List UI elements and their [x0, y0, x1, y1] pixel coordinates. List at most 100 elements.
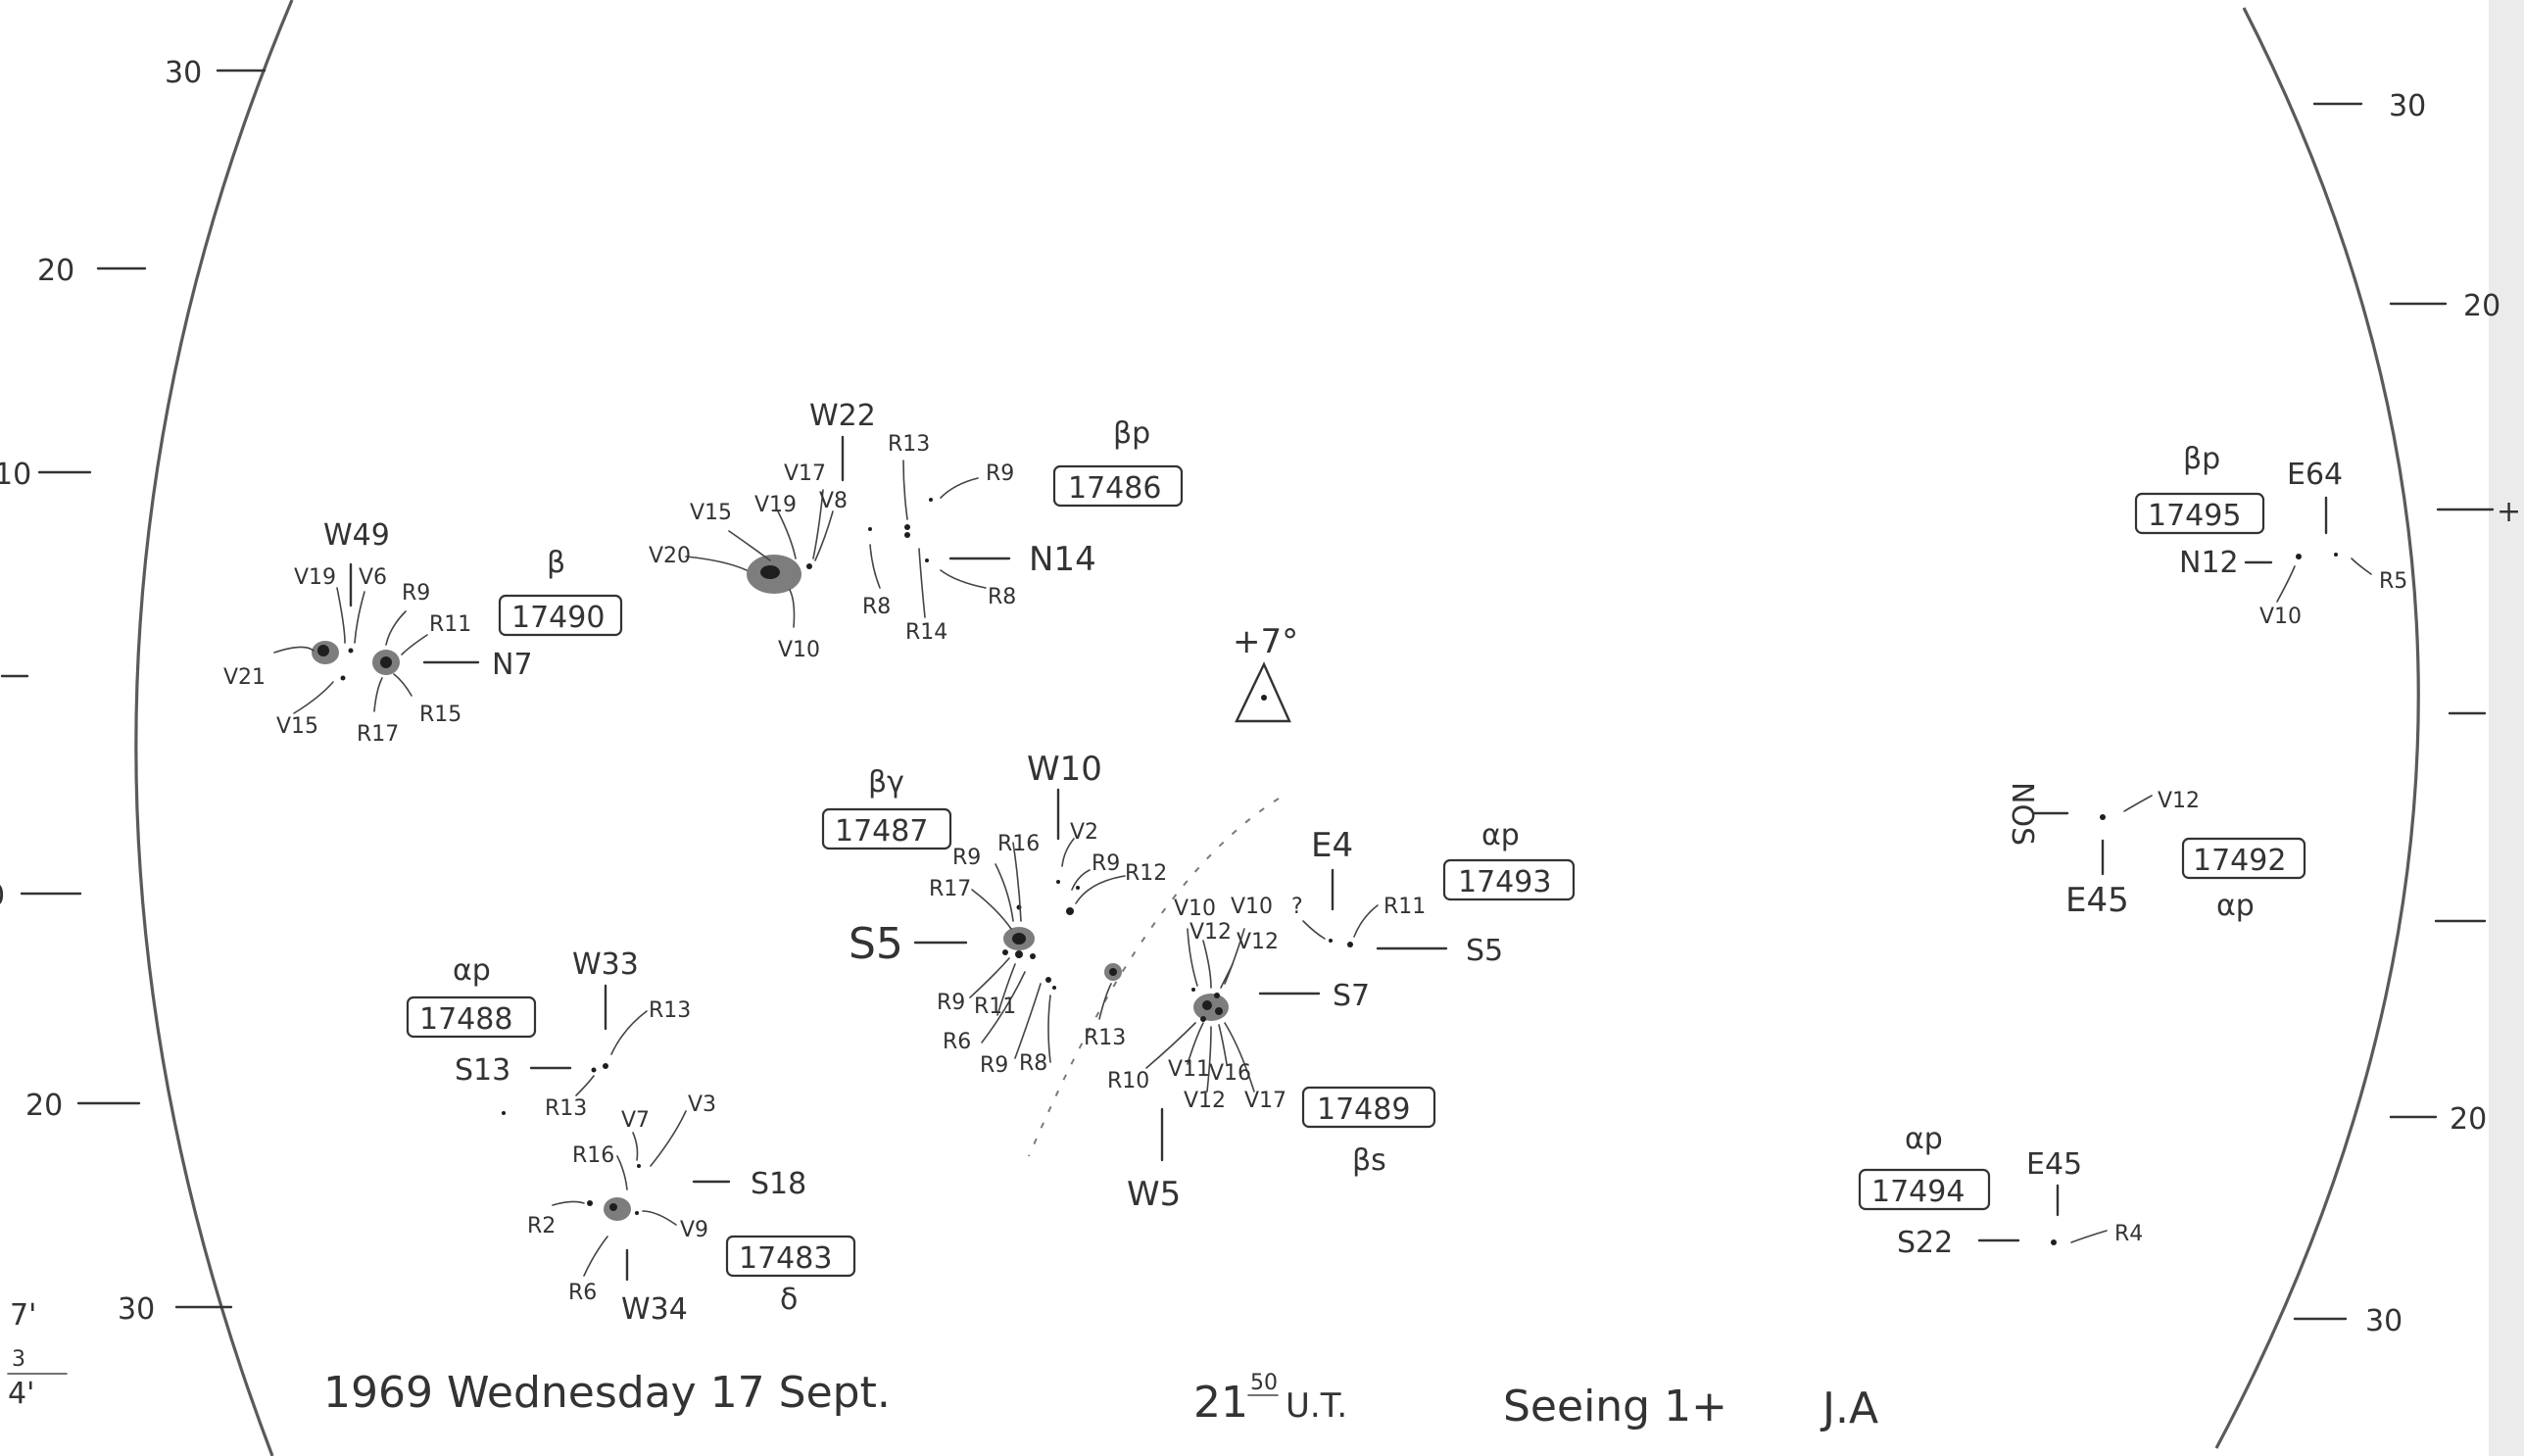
observation-time-hours: 21: [1193, 1378, 1248, 1428]
g17487-number: 17487: [835, 814, 928, 849]
g17483-longitude: W34: [621, 1292, 688, 1327]
margin-note-fraction-top: 3: [12, 1347, 25, 1372]
scale-left-20-top: 20: [37, 254, 74, 288]
g17494-latitude: S22: [1897, 1226, 1953, 1260]
g17487-label-0: R9: [952, 846, 981, 870]
g17486-label-9: R14: [905, 620, 947, 645]
group-17490: W49 N7 β 17490 V19 V6 R9 R11 V21 R15 V15…: [223, 518, 623, 747]
margin-note: 7' 3 4': [7, 1298, 68, 1411]
g17488-class: αp: [453, 953, 491, 988]
g17487-label-6: R9: [937, 991, 965, 1015]
g17483-label-2: R16: [572, 1143, 614, 1168]
g17493-label-1: R11: [1383, 895, 1426, 919]
observation-time-suffix: U.T.: [1286, 1386, 1347, 1426]
g17490-label-5: R15: [419, 703, 461, 727]
g17486-label-8: R8: [988, 585, 1016, 609]
g17487-label-4: R12: [1125, 861, 1167, 886]
g17493-label-0: ?: [1291, 895, 1303, 919]
g17486-class: βp: [1113, 416, 1150, 451]
g17490-label-1: V6: [359, 565, 387, 590]
g17487-longitude: W10: [1027, 750, 1102, 789]
g17483-class: δ: [780, 1283, 798, 1317]
g17486-label-2: V17: [784, 461, 826, 486]
g17483-number: 17483: [739, 1241, 832, 1276]
g17490-label-0: V19: [294, 565, 336, 590]
g17489-label-7: V12: [1184, 1089, 1226, 1113]
g17489-label-2: V12: [1189, 920, 1232, 945]
g17488-label-1: R13: [545, 1096, 587, 1121]
g17486-number: 17486: [1068, 471, 1161, 506]
g17489-label-1: V10: [1231, 895, 1273, 919]
g17492-class: αp: [2216, 889, 2255, 923]
g17487-label-9: R9: [980, 1053, 1008, 1078]
g17488-label-0: R13: [649, 998, 691, 1023]
g17490-label-6: V15: [276, 714, 318, 739]
group-17488: W33 S13 αp 17488 R13 R13: [406, 947, 691, 1121]
g17495-class: βp: [2183, 442, 2220, 476]
g17483-label-5: R6: [568, 1281, 597, 1305]
group-17495: E64 N12 βp 17495 R5 V10: [2134, 442, 2407, 629]
scale-left-30-top: 30: [165, 56, 202, 90]
g17495-number: 17495: [2148, 499, 2241, 533]
left-latitude-scale: 30 20 10 0 20 30: [0, 56, 267, 1327]
scale-right-20-bottom: 20: [2450, 1102, 2487, 1137]
g17490-label-4: V21: [223, 665, 266, 690]
group-17483: W34 S18 17483 δ V7 V3 R16 R2 V9 R6: [527, 1092, 856, 1327]
g17490-number: 17490: [511, 601, 605, 635]
g17489-number: 17489: [1317, 1092, 1410, 1127]
g17490-label-3: R11: [429, 612, 471, 637]
observation-date: 1969 Wednesday 17 Sept.: [323, 1368, 891, 1418]
g17492-number: 17492: [2193, 844, 2286, 878]
g17488-latitude: S13: [455, 1053, 510, 1088]
solar-limb-left: [134, 0, 294, 1456]
observation-seeing: Seeing 1+: [1503, 1382, 1727, 1432]
g17486-label-6: V20: [649, 544, 691, 568]
group-17489: S7 W5 17489 βs V10 V10 V12 V12 R10 V11 V…: [1107, 895, 1436, 1214]
g17494-label-0: R4: [2114, 1222, 2143, 1246]
g17493-latitude: S5: [1466, 934, 1503, 968]
g17493-class: αp: [1481, 818, 1520, 852]
scale-left-0: 0: [0, 879, 5, 913]
scale-left-20-bottom: 20: [25, 1089, 63, 1123]
g17483-label-3: R2: [527, 1214, 556, 1238]
g17495-longitude: E64: [2287, 458, 2343, 492]
g17487-label-7: R11: [974, 995, 1016, 1019]
g17487-label-8: R6: [943, 1030, 971, 1054]
g17483-label-4: V9: [680, 1218, 708, 1242]
g17489-label-4: R10: [1107, 1069, 1149, 1093]
g17489-label-3: V12: [1237, 930, 1279, 954]
group-17487: S5 W10 βγ 17487 R9 R16 V2 R9 R12 R17 R9 …: [821, 750, 1167, 1078]
g17490-label-2: R9: [402, 581, 430, 606]
g17483-latitude: S18: [751, 1167, 806, 1201]
g17489-label-0: V10: [1174, 897, 1216, 921]
scale-right-plus: +: [2497, 495, 2521, 529]
g17495-latitude: N12: [2179, 546, 2239, 580]
g17489-class: βs: [1352, 1143, 1386, 1178]
group-17486: W22 N14 βp 17486 R13 R9 V17 V15 V19 V8 V…: [649, 399, 1184, 662]
g17493-longitude: E4: [1311, 826, 1353, 865]
g17489-label-5: V11: [1168, 1057, 1210, 1082]
footer-annotation: 1969 Wednesday 17 Sept. 21 50 U.T. Seein…: [323, 1368, 1878, 1433]
center-mark-label: +7°: [1233, 622, 1298, 661]
g17487-label-5: R17: [929, 877, 971, 901]
g17492-latitude: NOS: [2005, 782, 2039, 846]
g17494-number: 17494: [1871, 1175, 1965, 1209]
scale-left-30-bottom: 30: [118, 1292, 155, 1327]
scale-right-30-bottom: 30: [2365, 1304, 2403, 1338]
g17489-latitude: S7: [1333, 979, 1370, 1013]
g17492-label-0: V12: [2158, 789, 2200, 813]
g17494-longitude: E45: [2026, 1147, 2082, 1182]
g17486-label-1: R9: [986, 461, 1014, 486]
g17489-label-8: V17: [1244, 1089, 1286, 1113]
g17483-label-0: V7: [621, 1108, 650, 1133]
g17487-class: βγ: [868, 765, 904, 800]
g17492-longitude: E45: [2065, 881, 2129, 920]
g17495-label-0: R5: [2379, 569, 2407, 594]
group-17494: E45 S22 αp 17494 R4: [1858, 1122, 2143, 1260]
g17487-label-11: R13: [1084, 1026, 1126, 1050]
g17494-class: αp: [1905, 1122, 1943, 1156]
g17487-latitude: S5: [849, 919, 903, 969]
g17487-label-10: R8: [1019, 1051, 1047, 1076]
observation-time-minutes: 50: [1250, 1371, 1278, 1395]
margin-note-top: 7': [10, 1298, 36, 1333]
